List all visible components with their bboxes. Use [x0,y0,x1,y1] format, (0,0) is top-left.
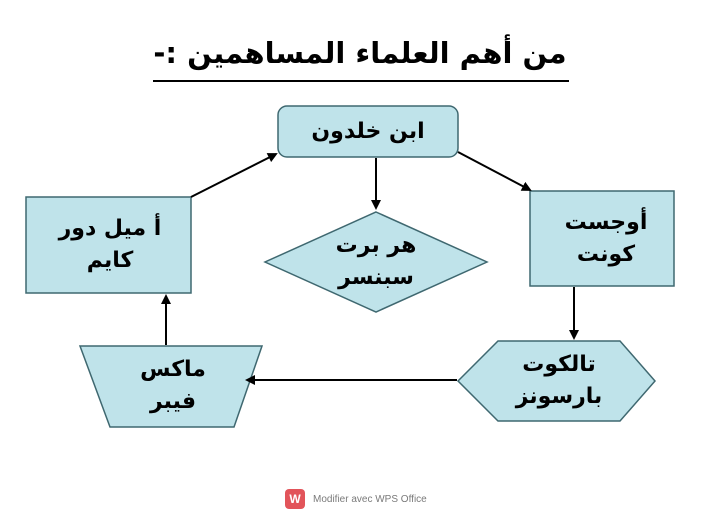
slide-title: من أهم العلماء المساهمين :- [153,36,567,70]
node-parsons-label: تالكوت بارسونز [515,352,603,409]
arrow-durkheim-to-ibn-khaldun [190,153,278,198]
node-comte-shape [529,190,675,287]
node-parsons-shape [456,340,656,422]
node-comte-label: أوجست كونت [564,210,648,267]
wps-watermark: W Modifier avec WPS Office [285,489,427,509]
node-ibn-khaldun-label: ابن خلدون [311,118,425,144]
node-spencer-label: هر برت سبنسر [335,233,417,290]
node-weber-shape [78,345,264,428]
node-spencer-shape [263,211,489,313]
arrow-ibn-khaldun-to-comte [457,151,532,191]
node-ibn-khaldun-shape [277,105,459,158]
node-weber-label: ماكس فيبر [140,357,206,414]
watermark-text: Modifier avec WPS Office [313,493,427,505]
node-durkheim-shape [25,196,192,294]
node-durkheim-label: أ ميل دور كايم [58,216,162,273]
wps-office-icon: W [285,489,305,509]
title-underline [153,80,569,82]
